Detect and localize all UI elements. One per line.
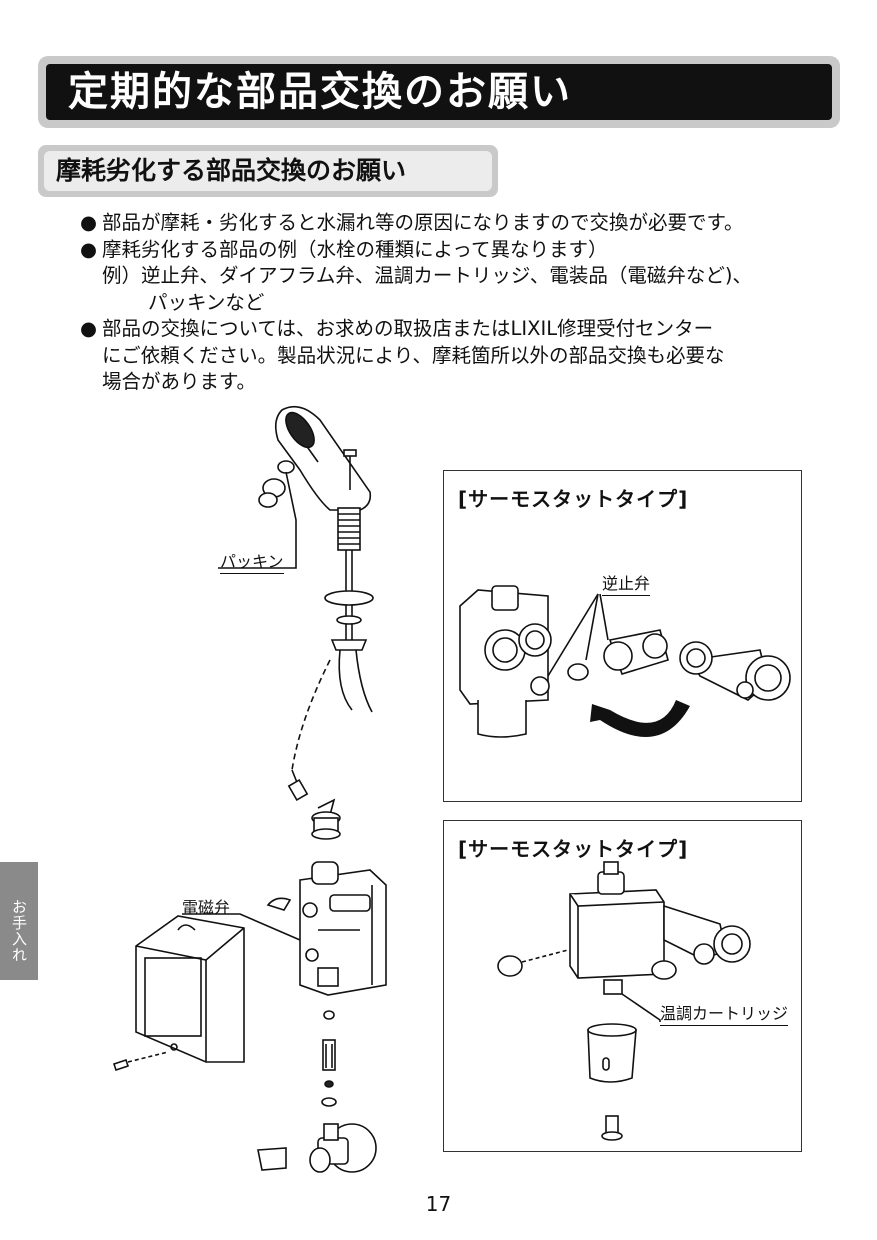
paragraph-3-line-3: 場合があります。 (102, 370, 257, 393)
body-text: ●部品が摩耗・劣化すると水漏れ等の原因になりますので交換が必要です。 ●摩耗劣化… (80, 210, 840, 396)
bullet-icon: ● (80, 237, 98, 261)
page-title: 定期的な部品交換のお願い (46, 64, 832, 120)
example-line-1: 例）逆止弁、ダイアフラム弁、温調カートリッジ、電装品（電磁弁など)、 (102, 264, 752, 287)
thermostat-type-box-1: [サーモスタットタイプ] (443, 470, 802, 802)
page-number: 17 (425, 1192, 452, 1216)
bullet-icon: ● (80, 317, 98, 340)
paragraph-3: ●部品の交換については、お求めの取扱店またはLIXIL修理受付センター (80, 316, 840, 343)
section-title-bar: 摩耗劣化する部品交換のお願い (38, 145, 498, 197)
packing-label: パッキン (220, 548, 284, 574)
main-title-bar: 定期的な部品交換のお願い (38, 56, 840, 128)
bullet-icon: ● (80, 211, 98, 234)
box-1-title: [サーモスタットタイプ] (458, 487, 689, 511)
example-line-2: パッキンなど (148, 290, 265, 314)
check-valve-label: 逆止弁 (602, 570, 651, 596)
section-title: 摩耗劣化する部品交換のお願い (44, 151, 492, 191)
paragraph-2: ●摩耗劣化する部品の例（水栓の種類によって異なります） (80, 237, 840, 264)
paragraph-1: ●部品が摩耗・劣化すると水漏れ等の原因になりますので交換が必要です。 (80, 210, 840, 237)
thermo-cartridge-label: 温調カートリッジ (660, 1000, 789, 1026)
paragraph-3-line-2: にご依頼ください。製品状況により、摩耗箇所以外の部品交換も必要な (102, 343, 725, 367)
box-2-title: [サーモスタットタイプ] (458, 837, 689, 861)
solenoid-valve-label: 電磁弁 (182, 898, 231, 917)
thermostat-type-box-2: [サーモスタットタイプ] (443, 820, 802, 1152)
side-tab[interactable]: お手入れ (0, 862, 38, 980)
